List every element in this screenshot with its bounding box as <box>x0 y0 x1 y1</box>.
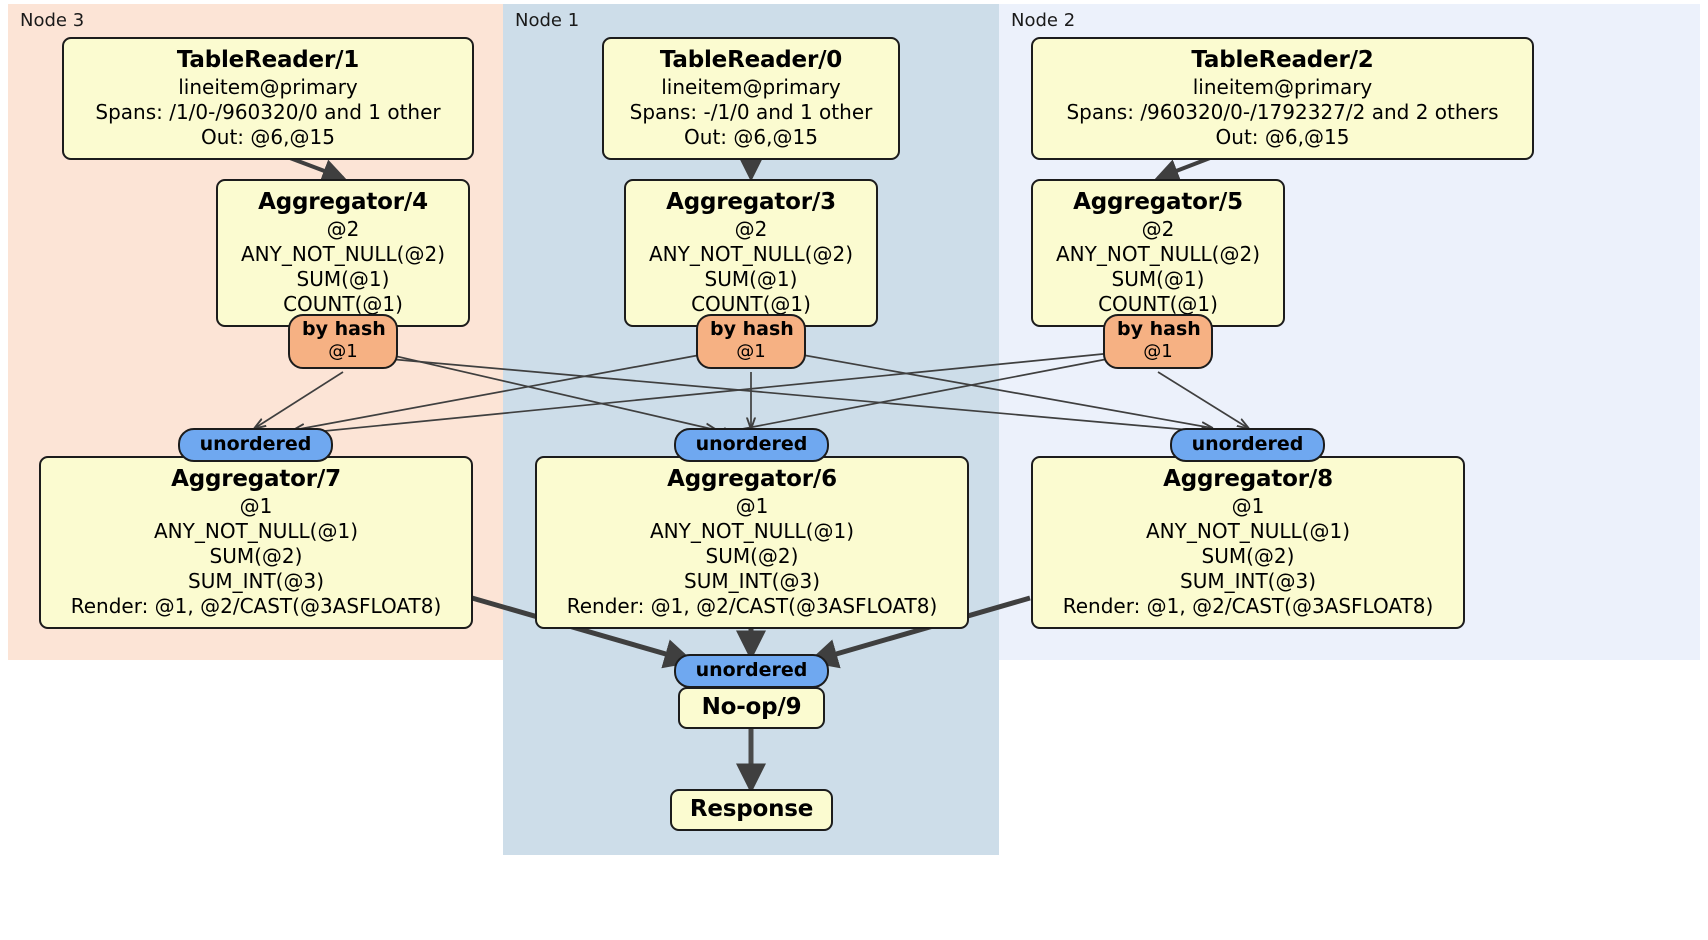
router-unordered-center[interactable]: unordered <box>674 428 829 462</box>
processor-aggregator-7[interactable]: Aggregator/7 @1 ANY_NOT_NULL(@1) SUM(@2)… <box>39 456 473 629</box>
processor-aggregator-5[interactable]: Aggregator/5 @2 ANY_NOT_NULL(@2) SUM(@1)… <box>1031 179 1285 327</box>
processor-detail: COUNT(@1) <box>1098 292 1218 316</box>
processor-tablereader-0[interactable]: TableReader/0 lineitem@primary Spans: -/… <box>602 37 900 160</box>
router-by-hash-left[interactable]: by hash @1 <box>288 314 398 369</box>
processor-title: Aggregator/4 <box>258 189 428 215</box>
processor-detail: ANY_NOT_NULL(@2) <box>649 242 853 266</box>
processor-tablereader-1[interactable]: TableReader/1 lineitem@primary Spans: /1… <box>62 37 474 160</box>
processor-detail: SUM_INT(@3) <box>1180 569 1316 593</box>
router-by-hash-center[interactable]: by hash @1 <box>696 314 806 369</box>
processor-detail: @2 <box>1141 217 1175 241</box>
router-title: by hash <box>1117 318 1201 340</box>
processor-aggregator-6[interactable]: Aggregator/6 @1 ANY_NOT_NULL(@1) SUM(@2)… <box>535 456 969 629</box>
router-detail: @1 <box>736 341 766 362</box>
router-unordered-right[interactable]: unordered <box>1170 428 1325 462</box>
processor-detail: lineitem@primary <box>1192 75 1373 99</box>
processor-aggregator-8[interactable]: Aggregator/8 @1 ANY_NOT_NULL(@1) SUM(@2)… <box>1031 456 1465 629</box>
processor-detail: ANY_NOT_NULL(@1) <box>1146 519 1350 543</box>
processor-title: TableReader/2 <box>1191 47 1374 73</box>
processor-title: Aggregator/8 <box>1163 466 1333 492</box>
processor-detail: ANY_NOT_NULL(@2) <box>1056 242 1260 266</box>
processor-title: Aggregator/5 <box>1073 189 1243 215</box>
router-detail: @1 <box>1143 341 1173 362</box>
processor-title: Aggregator/3 <box>666 189 836 215</box>
processor-detail: Out: @6,@15 <box>684 125 818 149</box>
router-title: by hash <box>302 318 386 340</box>
processor-detail: COUNT(@1) <box>283 292 403 316</box>
processor-detail: Render: @1, @2/CAST(@3ASFLOAT8) <box>70 594 442 618</box>
processor-detail: Render: @1, @2/CAST(@3ASFLOAT8) <box>1062 594 1434 618</box>
router-title: unordered <box>1191 433 1304 455</box>
processor-title: Response <box>689 796 814 822</box>
processor-detail: @2 <box>734 217 768 241</box>
node-panel-label: Node 1 <box>515 10 580 31</box>
processor-aggregator-3[interactable]: Aggregator/3 @2 ANY_NOT_NULL(@2) SUM(@1)… <box>624 179 878 327</box>
processor-detail: Spans: /1/0-/960320/0 and 1 other <box>95 100 441 124</box>
router-detail: @1 <box>328 341 358 362</box>
processor-detail: @1 <box>735 494 769 518</box>
processor-detail: SUM(@2) <box>705 544 799 568</box>
router-by-hash-right[interactable]: by hash @1 <box>1103 314 1213 369</box>
processor-detail: lineitem@primary <box>661 75 841 99</box>
node-panel-label: Node 3 <box>20 10 85 31</box>
processor-title: No-op/9 <box>701 694 802 720</box>
processor-title: Aggregator/7 <box>171 466 341 492</box>
processor-detail: SUM_INT(@3) <box>188 569 324 593</box>
router-title: by hash <box>710 318 794 340</box>
processor-detail: @1 <box>239 494 273 518</box>
processor-detail: SUM(@1) <box>296 267 390 291</box>
processor-detail: COUNT(@1) <box>691 292 811 316</box>
processor-detail: Render: @1, @2/CAST(@3ASFLOAT8) <box>566 594 938 618</box>
processor-detail: SUM(@1) <box>1111 267 1205 291</box>
processor-aggregator-4[interactable]: Aggregator/4 @2 ANY_NOT_NULL(@2) SUM(@1)… <box>216 179 470 327</box>
router-unordered-final[interactable]: unordered <box>674 654 829 688</box>
processor-detail: SUM_INT(@3) <box>684 569 820 593</box>
processor-title: TableReader/0 <box>659 47 843 73</box>
processor-detail: SUM(@2) <box>1201 544 1295 568</box>
router-title: unordered <box>695 433 808 455</box>
processor-detail: Out: @6,@15 <box>201 125 335 149</box>
processor-no-op-9[interactable]: No-op/9 <box>678 687 825 729</box>
processor-detail: lineitem@primary <box>178 75 358 99</box>
node-panel-label: Node 2 <box>1011 10 1076 31</box>
router-title: unordered <box>695 659 808 681</box>
router-unordered-left[interactable]: unordered <box>178 428 333 462</box>
router-title: unordered <box>199 433 312 455</box>
processor-detail: @1 <box>1231 494 1265 518</box>
processor-detail: SUM(@2) <box>209 544 303 568</box>
processor-detail: Spans: /960320/0-/1792327/2 and 2 others <box>1066 100 1499 124</box>
processor-tablereader-2[interactable]: TableReader/2 lineitem@primary Spans: /9… <box>1031 37 1534 160</box>
processor-detail: ANY_NOT_NULL(@1) <box>154 519 358 543</box>
processor-detail: ANY_NOT_NULL(@2) <box>241 242 445 266</box>
processor-detail: SUM(@1) <box>704 267 798 291</box>
processor-detail: Spans: -/1/0 and 1 other <box>629 100 873 124</box>
processor-title: TableReader/1 <box>176 47 360 73</box>
processor-response[interactable]: Response <box>670 789 833 831</box>
processor-detail: ANY_NOT_NULL(@1) <box>650 519 854 543</box>
processor-detail: @2 <box>326 217 360 241</box>
processor-detail: Out: @6,@15 <box>1215 125 1350 149</box>
processor-title: Aggregator/6 <box>667 466 837 492</box>
